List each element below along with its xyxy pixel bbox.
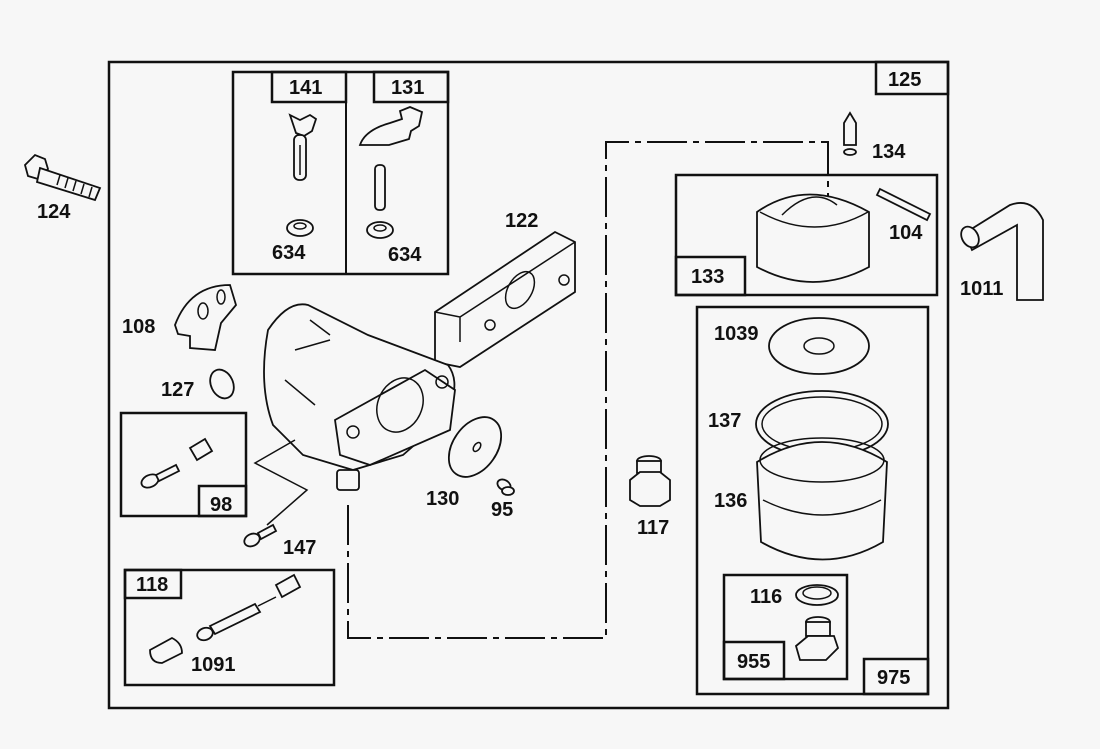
kit-141-label-box	[270, 70, 348, 104]
label-975: 975	[877, 667, 910, 689]
label-130: 130	[426, 488, 459, 510]
kit-box-955	[722, 573, 849, 681]
label-634a: 634	[272, 242, 306, 264]
plate-130-icon[interactable]	[438, 407, 512, 486]
label-118: 118	[136, 574, 168, 596]
mixture-screw-icon[interactable]	[195, 596, 277, 642]
plug-127-icon[interactable]	[206, 366, 239, 402]
label-122: 122	[505, 210, 538, 232]
label-1039: 1039	[714, 323, 759, 345]
label-955: 955	[737, 651, 770, 673]
throttle-shaft-icon[interactable]	[288, 113, 318, 181]
label-141: 141	[289, 77, 322, 99]
label-134: 134	[872, 141, 906, 163]
washer-116-icon[interactable]	[795, 584, 839, 606]
screw-95-icon[interactable]	[495, 477, 515, 496]
mixture-spring-icon[interactable]	[274, 573, 302, 599]
label-104: 104	[889, 222, 923, 244]
carburetor-body-icon[interactable]	[263, 303, 456, 491]
idle-spring-icon[interactable]	[188, 437, 214, 462]
inlet-needle-134-icon[interactable]	[843, 111, 857, 156]
label-116: 116	[750, 586, 782, 608]
kit-133-label-box	[674, 255, 747, 297]
assembly-frame	[107, 60, 950, 710]
kit-box-98	[119, 411, 248, 518]
kit-box-118	[123, 568, 336, 687]
bowl-connector-line	[347, 141, 829, 639]
label-147: 147	[283, 537, 316, 559]
choke-shaft-icon[interactable]	[358, 106, 424, 211]
limiter-cap-icon[interactable]	[149, 636, 183, 664]
bolt-124-icon[interactable]	[23, 153, 102, 202]
label-1011: 1011	[960, 278, 1003, 300]
bowl-nut-955-icon[interactable]	[794, 616, 840, 661]
plate-108-icon[interactable]	[174, 284, 238, 351]
label-95: 95	[491, 499, 513, 521]
label-634b: 634	[388, 244, 422, 266]
label-98: 98	[210, 494, 232, 516]
kit-box-133	[674, 173, 939, 297]
idle-screw-icon[interactable]	[139, 463, 181, 490]
spacer-122-icon[interactable]	[434, 230, 576, 368]
label-127: 127	[161, 379, 194, 401]
fuel-bowl-136-icon[interactable]	[756, 437, 888, 561]
kit-118-label-box	[123, 568, 183, 600]
label-125: 125	[888, 69, 921, 91]
label-117: 117	[637, 517, 669, 539]
label-136: 136	[714, 490, 747, 512]
float-pin-104-icon[interactable]	[875, 187, 932, 222]
kit-box-975	[695, 305, 930, 696]
kit-975-label-box	[862, 657, 930, 696]
label-124: 124	[37, 201, 71, 223]
screw-147-leader	[253, 439, 309, 526]
label-131: 131	[391, 77, 424, 99]
screw-147-icon[interactable]	[242, 523, 278, 549]
gasket-1039-icon[interactable]	[768, 317, 870, 375]
kit-955-label-box	[722, 640, 786, 681]
kit-131-label-box	[372, 70, 450, 104]
washer-634a-icon[interactable]	[286, 219, 314, 237]
label-133: 133	[691, 266, 724, 288]
label-108: 108	[122, 316, 155, 338]
bowl-nut-117-icon[interactable]	[629, 455, 671, 507]
kit-98-label-box	[197, 484, 248, 518]
label-1091: 1091	[191, 654, 236, 676]
label-137: 137	[708, 410, 741, 432]
fuel-hose-1011-icon[interactable]	[958, 202, 1044, 301]
assembly-label-box	[874, 60, 950, 96]
float-icon[interactable]	[756, 193, 870, 283]
washer-634b-icon[interactable]	[366, 221, 394, 239]
